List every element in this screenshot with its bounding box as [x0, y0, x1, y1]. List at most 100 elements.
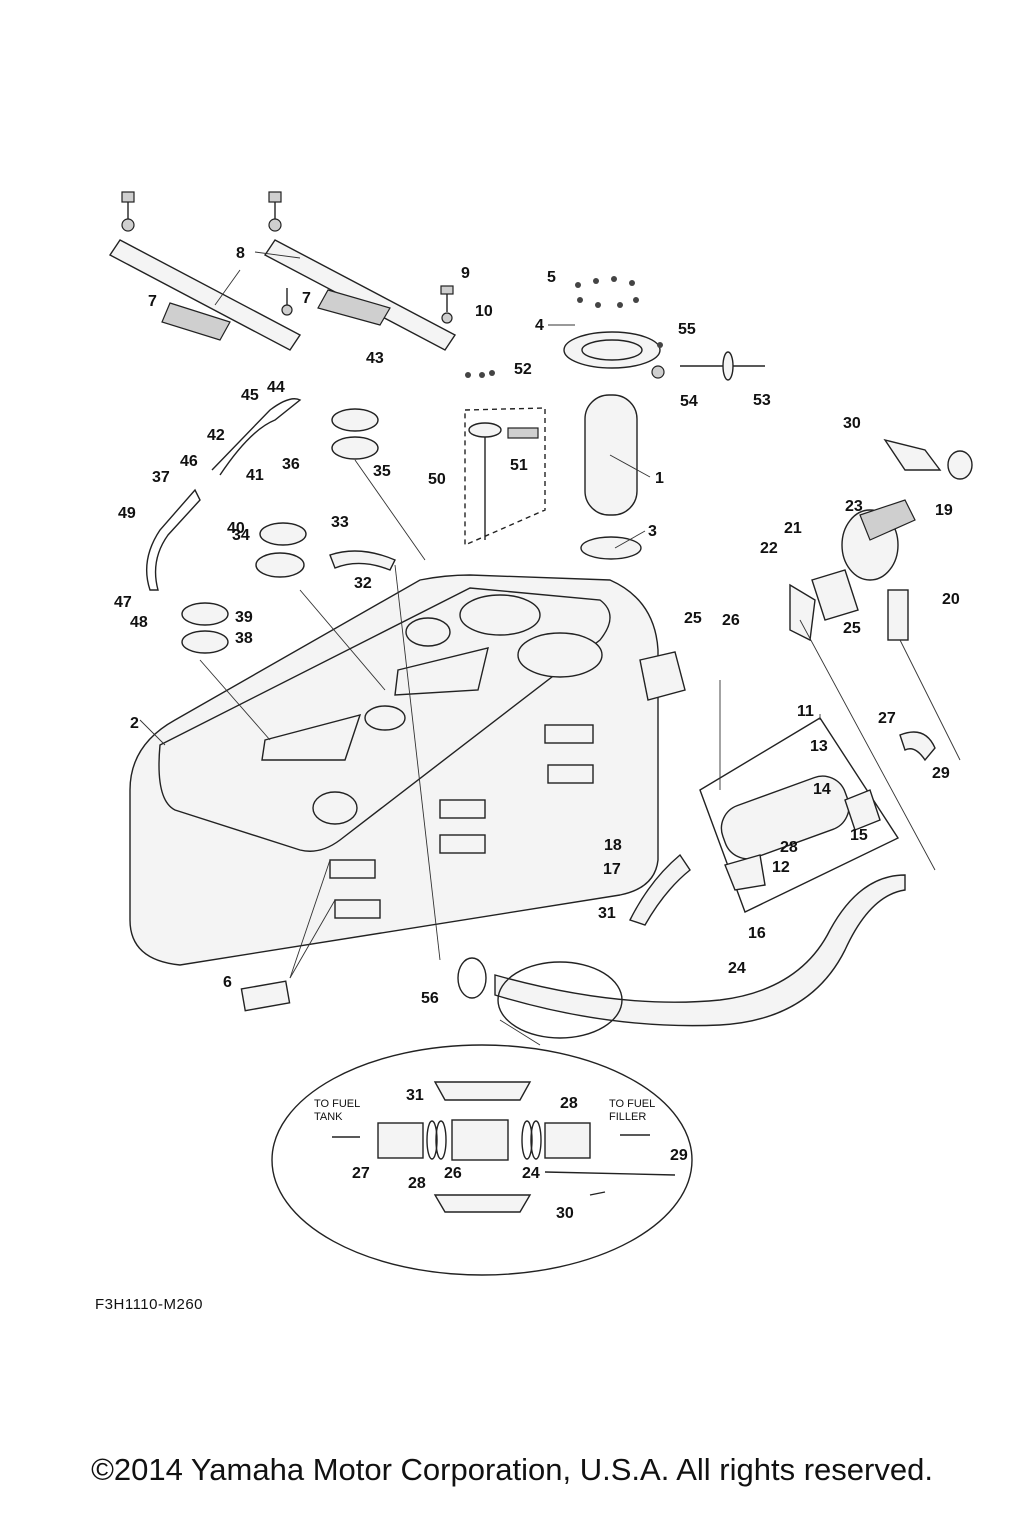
- callout-label: 19: [935, 502, 953, 519]
- detail-callout-labels: 31 28 27 28 26 24 29 30: [352, 1087, 688, 1222]
- to-fuel-filler-line2: FILLER: [609, 1111, 646, 1123]
- callout-label: 30: [843, 415, 861, 432]
- callout-label: 55: [678, 321, 696, 338]
- callout-label: 33: [331, 514, 349, 531]
- detail-callout-label: 30: [556, 1205, 574, 1222]
- callout-label: 3: [648, 523, 657, 540]
- label-6: [240, 980, 291, 1012]
- hose-48: [211, 398, 302, 476]
- callout-label: 27: [878, 710, 896, 727]
- figure-code: F3H1110-M260: [95, 1296, 203, 1313]
- plate-44-lower: [181, 630, 229, 654]
- callout-label: 9: [461, 265, 470, 282]
- callout-label: 31: [598, 905, 616, 922]
- callout-label: 45: [241, 387, 259, 404]
- rail-right: [263, 191, 457, 351]
- callout-label: 43: [366, 350, 384, 367]
- callout-label: 25: [684, 610, 702, 627]
- detail-callout-label: 31: [406, 1087, 424, 1104]
- callout-label: 46: [180, 453, 198, 470]
- detail-callout-label: 28: [560, 1095, 578, 1112]
- callout-label: 24: [728, 960, 746, 977]
- hose-36: [329, 550, 396, 571]
- callout-label: 54: [680, 393, 698, 410]
- hose-52: [145, 488, 201, 591]
- callout-label: 15: [850, 827, 868, 844]
- canister: [699, 717, 900, 913]
- callout-label: 53: [753, 392, 771, 409]
- callout-label: 39: [235, 609, 253, 626]
- hose-33: [899, 731, 936, 762]
- fuel-pump: [563, 276, 661, 560]
- mat-left: [161, 302, 231, 341]
- detail-callout-label: 27: [352, 1165, 370, 1182]
- callout-label: 14: [813, 781, 831, 798]
- callout-label: 51: [510, 457, 528, 474]
- callout-label: 5: [547, 269, 556, 286]
- callout-label: 7: [148, 293, 157, 310]
- callout-label: 42: [207, 427, 225, 444]
- lead-lines: [139, 251, 961, 1046]
- plate-39: [255, 552, 305, 578]
- detail-callout-label: 28: [408, 1175, 426, 1192]
- callout-label: 52: [514, 361, 532, 378]
- callout-label: 28: [780, 839, 798, 856]
- callout-label: 44: [267, 379, 285, 396]
- to-fuel-tank-line1: TO FUEL: [314, 1098, 360, 1110]
- detail-callout-label: 26: [444, 1165, 462, 1182]
- callout-label: 1: [655, 470, 664, 487]
- callout-label: 21: [784, 520, 802, 537]
- rail-left: [108, 191, 302, 351]
- callout-label: 6: [223, 974, 232, 991]
- hose-35: [629, 853, 691, 926]
- callout-label: 40: [227, 520, 245, 537]
- callout-label: 20: [942, 591, 960, 608]
- fuel-tank: [129, 574, 686, 966]
- callout-label: 7: [302, 290, 311, 307]
- to-fuel-tank-line2: TANK: [314, 1111, 343, 1123]
- detail-callout-label: 29: [670, 1147, 688, 1164]
- coupling-detail: [271, 961, 693, 1276]
- callout-label: 16: [748, 925, 766, 942]
- callout-label: 25: [843, 620, 861, 637]
- hose-24: [494, 874, 906, 1027]
- callout-label: 32: [354, 575, 372, 592]
- plate-43-upper: [331, 408, 379, 432]
- callout-label: 22: [760, 540, 778, 557]
- callout-label: 10: [475, 303, 493, 320]
- callout-label: 12: [772, 859, 790, 876]
- callout-label: 41: [246, 467, 264, 484]
- callout-label: 48: [130, 614, 148, 631]
- callout-label: 4: [535, 317, 544, 334]
- mat-right: [317, 289, 391, 326]
- callout-label: 38: [235, 630, 253, 647]
- callout-label: 35: [373, 463, 391, 480]
- callout-label: 37: [152, 469, 170, 486]
- callout-label: 36: [282, 456, 300, 473]
- callout-label: 11: [797, 703, 814, 720]
- callout-label: 17: [603, 861, 621, 878]
- callout-label: 23: [845, 498, 863, 515]
- filler-neck: [789, 438, 973, 642]
- callout-label: 18: [604, 837, 622, 854]
- sender-unit: [464, 370, 546, 547]
- detail-callout-label: 24: [522, 1165, 540, 1182]
- fitting-56: [651, 342, 765, 381]
- callout-label: 47: [114, 594, 132, 611]
- callout-label: 26: [722, 612, 740, 629]
- ring-59: [457, 957, 487, 999]
- callout-label: 13: [810, 738, 828, 755]
- callout-label: 34: [232, 527, 250, 544]
- plate-38: [259, 522, 307, 546]
- plate-44-upper: [331, 436, 379, 460]
- callout-label: 29: [932, 765, 950, 782]
- callout-label: 50: [428, 471, 446, 488]
- to-fuel-filler-line1: TO FUEL: [609, 1098, 655, 1110]
- callout-label: 56: [421, 990, 439, 1007]
- callout-label: 2: [130, 715, 139, 732]
- callout-label: 49: [118, 505, 136, 522]
- callout-label: 8: [236, 245, 245, 262]
- copyright-notice: ©2014 Yamaha Motor Corporation, U.S.A. A…: [91, 1452, 933, 1487]
